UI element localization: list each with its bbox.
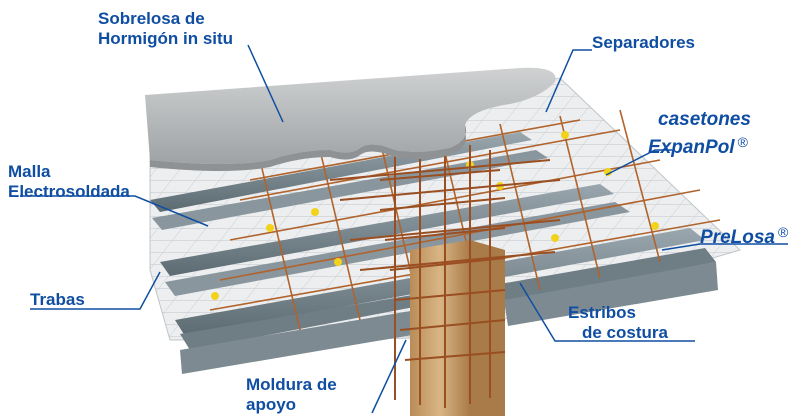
registered-mark-prelosa: ® — [777, 224, 789, 240]
leader-sobrelosa — [247, 44, 284, 123]
label-moldura: Moldura de apoyo — [246, 375, 337, 415]
label-moldura-line1: Moldura de — [246, 375, 337, 394]
rebar-mesh — [209, 109, 721, 331]
label-moldura-line2: apoyo — [246, 395, 297, 414]
label-casetones-line2-wrap: ExpanPol® — [648, 131, 751, 159]
label-separadores-text: Separadores — [592, 33, 695, 52]
label-sobrelosa-line2: Hormigón in situ — [98, 29, 234, 48]
label-sobrelosa: Sobrelosa de Hormigón in situ — [98, 9, 233, 49]
leader-moldura — [371, 339, 407, 414]
leader-trabas — [30, 271, 161, 310]
label-malla-line2: Electrosoldada — [8, 182, 130, 201]
support-column — [410, 240, 505, 416]
leader-prelosa — [661, 243, 788, 251]
leader-separadores — [545, 49, 592, 113]
leader-lines — [20, 44, 788, 414]
label-prelosa: PreLosa® — [700, 221, 788, 249]
label-malla: Malla Electrosoldada — [8, 162, 130, 202]
label-estribos-line2: de costura — [582, 323, 668, 342]
label-estribos-line1: Estribos — [568, 303, 637, 322]
label-sobrelosa-line1: Sobrelosa de — [98, 9, 205, 28]
label-casetones-line1: casetones — [658, 109, 751, 130]
label-estribos: Estribos de costura — [568, 303, 668, 343]
registered-mark-expanpol: ® — [737, 134, 748, 150]
label-casetones-line2: ExpanPol — [648, 137, 735, 158]
label-trabas-text: Trabas — [30, 290, 85, 309]
label-trabas: Trabas — [30, 290, 85, 310]
concrete-topping — [145, 67, 556, 171]
leader-estribos — [519, 282, 695, 342]
label-malla-line1: Malla — [8, 162, 51, 181]
label-separadores: Separadores — [592, 33, 695, 53]
label-prelosa-text: PreLosa — [700, 227, 775, 248]
label-casetones: casetones ExpanPol® — [648, 109, 751, 159]
leader-casetones — [605, 149, 672, 176]
leader-malla — [20, 195, 209, 227]
stirrups — [329, 140, 561, 408]
